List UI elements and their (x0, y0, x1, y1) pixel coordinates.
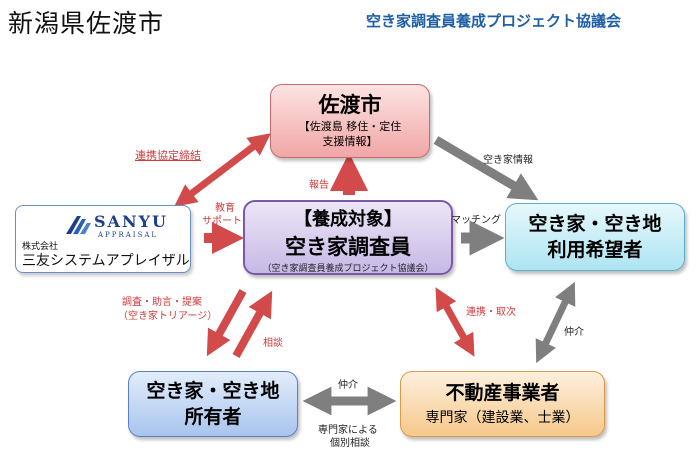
coop-label: 連携・取次 (466, 307, 516, 318)
estate-node: 不動産事業者 専門家（建設業、士業） (400, 371, 605, 437)
estate-line2: 専門家（建設業、士業） (425, 410, 580, 426)
survey-arrow (206, 289, 247, 357)
surveyor-target-label: 【養成対象】 (294, 209, 402, 230)
partnership-label: 連携協定締結 (135, 149, 201, 162)
sanyu-name: 三友システムアプレイザル (22, 253, 190, 269)
council-title: 空き家調査員養成プロジェクト協議会 (366, 12, 622, 30)
expert-label-2: 個別相談 (330, 438, 370, 449)
surveyor-node: 【養成対象】 空き家調査員 （空き家調査員養成プロジェクト協議会） (243, 200, 453, 275)
owner-line2: 所有者 (184, 406, 242, 428)
education-label-1: 教育 (215, 203, 235, 214)
sanyu-node: SANYU APPRAISAL 株式会社 三友システムアプレイザル (15, 205, 191, 273)
coop-arrow (435, 287, 475, 357)
sado-city-node: 佐渡市 【佐渡島 移住・定住 支援情報】 (270, 84, 430, 158)
estate-line1: 不動産事業者 (445, 382, 560, 404)
user-line1: 空き家・空き地 (528, 213, 662, 235)
mediate-user-label: 仲介 (564, 327, 584, 338)
report-label: 報告 (309, 180, 329, 191)
sanyu-logo-text: SANYU (94, 212, 168, 231)
expert-label-1: 専門家による (318, 425, 378, 436)
mediate-owner-label: 仲介 (338, 380, 358, 391)
sanyu-logo-subtext: APPRAISAL (98, 231, 159, 239)
consult-label: 相談 (263, 338, 283, 349)
vacancy-info-label: 空き家情報 (483, 155, 533, 166)
partnership-arrow (174, 133, 271, 207)
sado-city-sub1: 【佐渡島 移住・定住 (298, 120, 402, 133)
user-line2: 利用希望者 (547, 239, 643, 261)
survey-label-1: 調査・助言・提案 (122, 297, 202, 308)
surveyor-title: 空き家調査員 (285, 235, 411, 259)
education-label-2: サポート (202, 216, 242, 227)
owner-line1: 空き家・空き地 (146, 380, 280, 402)
city-title: 新潟県佐渡市 (8, 9, 165, 38)
sanyu-logo-icon (66, 216, 91, 234)
survey-label-2: （空き家トリアージ） (118, 311, 218, 322)
sado-city-title: 佐渡市 (318, 93, 382, 117)
sanyu-prefix: 株式会社 (22, 242, 59, 252)
sado-city-sub2: 支援情報】 (322, 135, 378, 148)
owner-node: 空き家・空き地 所有者 (128, 371, 298, 437)
vacancy-info-arrow (433, 136, 539, 201)
mediate-user-arrow (535, 281, 576, 364)
matching-label: マッチング (451, 215, 501, 226)
consult-arrow (232, 290, 273, 358)
surveyor-council: （空き家調査員養成プロジェクト協議会） (262, 264, 434, 274)
user-node: 空き家・空き地 利用希望者 (505, 203, 685, 271)
